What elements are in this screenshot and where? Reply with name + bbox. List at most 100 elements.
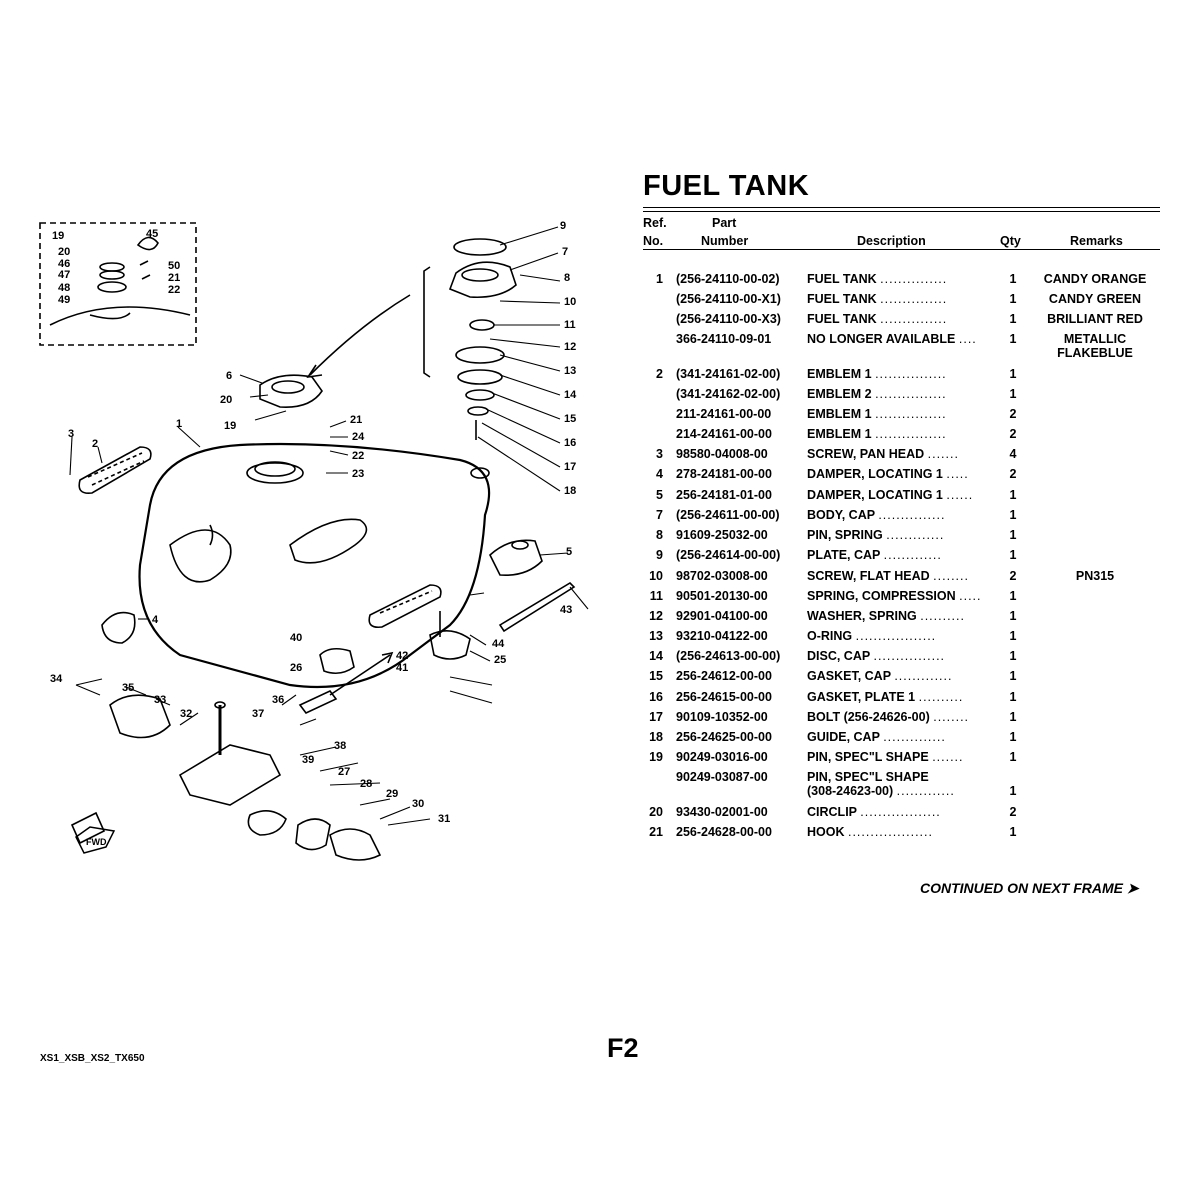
description-cell: DAMPER, LOCATING 1 ...... — [807, 488, 997, 502]
leader-dots: ............... — [880, 272, 948, 286]
part-number: 93210-04122-00 — [676, 629, 768, 643]
callout-28: 28 — [360, 778, 372, 790]
callout-35: 35 — [122, 682, 134, 694]
header-remarks: Remarks — [1070, 234, 1123, 248]
header-ref-line1: Ref. — [643, 216, 667, 230]
description-cell: FUEL TANK ............... — [807, 272, 997, 286]
part-number: 92901-04100-00 — [676, 609, 768, 623]
callout-48: 48 — [58, 282, 70, 294]
callout-20: 20 — [220, 394, 232, 406]
leader-dots: ....... — [927, 447, 959, 461]
leader-dots: ................ — [875, 407, 947, 421]
part-number: 211-24161-00-00 — [676, 407, 772, 421]
callout-8: 8 — [564, 272, 570, 284]
ref-number: 8 — [656, 528, 663, 542]
description-text: O-RING — [807, 629, 853, 643]
title-rule — [643, 207, 1160, 212]
description-text: GUIDE, CAP — [807, 730, 880, 744]
callout-11: 11 — [564, 319, 576, 331]
callout-23: 23 — [352, 468, 364, 480]
header-part-line1: Part — [712, 216, 737, 230]
callout-14: 14 — [564, 389, 577, 401]
callout-24: 24 — [352, 431, 365, 443]
callout-9: 9 — [560, 220, 566, 232]
part-number: 214-24161-00-00 — [676, 427, 772, 441]
callout-2: 2 — [92, 438, 98, 450]
leader-dots: ....... — [932, 750, 964, 764]
callout-21: 21 — [350, 414, 362, 426]
cap-assembly-drawing — [306, 238, 517, 440]
part-number: 91609-25032-00 — [676, 528, 768, 542]
description-text: EMBLEM 1 — [807, 407, 872, 421]
part-number: 256-24628-00-00 — [676, 825, 772, 839]
callout-4: 4 — [152, 614, 159, 626]
callout-18: 18 — [564, 485, 576, 497]
callout-36: 36 — [272, 694, 284, 706]
description-text: DAMPER, LOCATING 1 — [807, 467, 943, 481]
inset-callout-20: 20 — [58, 246, 70, 258]
quantity: 1 — [1009, 784, 1017, 798]
callout-40: 40 — [290, 632, 302, 644]
remarks-text-line2: FLAKEBLUE — [1057, 346, 1133, 360]
header-ref-line2: No. — [643, 234, 664, 248]
callout-50: 50 — [168, 260, 180, 272]
description-cell: EMBLEM 1 ................ — [807, 427, 997, 441]
callout-47: 47 — [58, 269, 70, 281]
header-rule — [643, 249, 1160, 250]
quantity: 2 — [1009, 427, 1017, 441]
remarks-text: BRILLIANT RED — [1047, 312, 1143, 326]
leader-lines — [69, 226, 589, 826]
ref-number: 14 — [649, 649, 663, 663]
quantity: 1 — [1009, 312, 1017, 326]
description-cell: O-RING .................. — [807, 629, 997, 643]
description-text-line2: (308-24623-00) — [807, 784, 894, 798]
emblem-drawings — [78, 446, 442, 629]
callout-32: 32 — [180, 708, 192, 720]
description-text: BODY, CAP — [807, 508, 875, 522]
damper-drawing — [489, 539, 543, 577]
leader-dots: .......... — [920, 609, 965, 623]
quantity: 2 — [1009, 805, 1017, 819]
description-text: SCREW, PAN HEAD — [807, 447, 925, 461]
part-number: (256-24613-00-00) — [676, 649, 781, 663]
description-text: CIRCLIP — [807, 805, 857, 819]
description-cell: GASKET, CAP ............. — [807, 669, 997, 683]
description-text: SPRING, COMPRESSION — [807, 589, 956, 603]
leader-dots: .................. — [860, 805, 941, 819]
continued-note: CONTINUED ON NEXT FRAME ➤ — [920, 880, 1139, 896]
description-cell: BODY, CAP ............... — [807, 508, 997, 522]
part-number: (256-24110-00-X3) — [676, 312, 781, 326]
fuel-tank-drawing — [138, 442, 491, 689]
description-text: DISC, CAP — [807, 649, 870, 663]
description-cell: EMBLEM 1 ................ — [807, 407, 997, 421]
quantity: 1 — [1009, 750, 1017, 764]
leader-dots: ............. — [896, 784, 955, 798]
description-cell: PIN, SPEC"L SHAPE ....... — [807, 750, 997, 764]
part-number: 366-24110-09-01 — [676, 332, 772, 346]
quantity: 4 — [1009, 447, 1017, 461]
fwd-label: FWD — [86, 837, 107, 847]
quantity: 1 — [1009, 387, 1017, 401]
quantity: 1 — [1009, 649, 1017, 663]
leader-dots: .................. — [855, 629, 937, 643]
callout-17: 17 — [564, 461, 576, 473]
callout-19: 19 — [224, 420, 236, 432]
callout-3: 3 — [68, 428, 74, 440]
description-text: BOLT (256-24626-00) — [807, 710, 930, 724]
remarks-text: METALLIC — [1063, 332, 1127, 346]
description-cell: EMBLEM 1 ................ — [807, 367, 997, 381]
description-cell: NO LONGER AVAILABLE .... — [807, 332, 997, 346]
leader-dots: .............. — [883, 730, 946, 744]
ref-number: 2 — [656, 367, 663, 381]
quantity: 1 — [1009, 730, 1017, 744]
damper-pad-drawing — [101, 611, 136, 644]
callout-6: 6 — [226, 370, 232, 382]
callout-16: 16 — [564, 437, 576, 449]
ref-number: 7 — [656, 508, 663, 522]
ref-number: 11 — [649, 589, 663, 603]
assembly-arrow — [329, 651, 394, 696]
ref-number: 20 — [649, 805, 663, 819]
part-number: 256-24612-00-00 — [676, 669, 772, 683]
quantity: 1 — [1009, 272, 1017, 286]
